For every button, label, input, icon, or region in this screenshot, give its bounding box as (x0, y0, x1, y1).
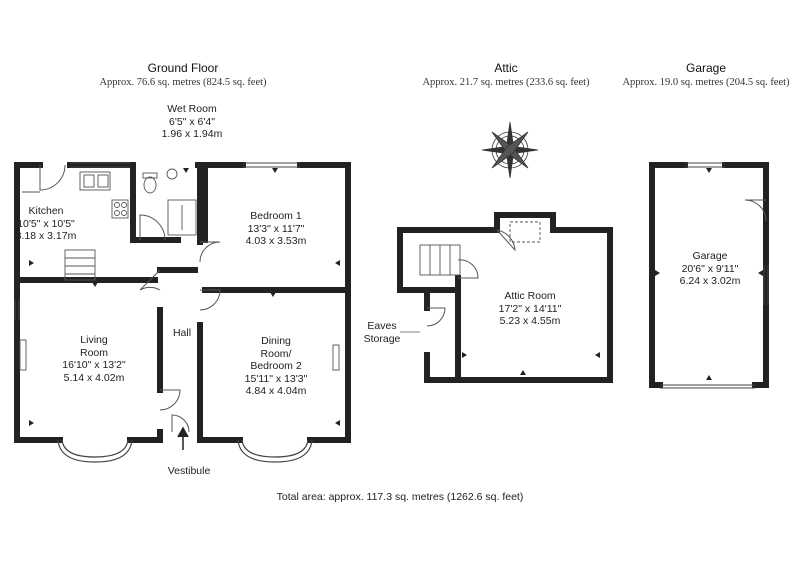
roof-window (509, 221, 541, 243)
room-label-hall: Hall (172, 327, 192, 339)
kitchen-hob (111, 199, 129, 219)
entrance-arrow (177, 426, 189, 450)
room-label-garage: Garage 20'6" x 9'11" 6.24 x 3.02m (679, 250, 741, 287)
room-label-bedroom-1: Bedroom 1 13'3" x 11'7" 4.03 x 3.53m (245, 210, 307, 247)
attic-area: Approx. 21.7 sq. metres (233.6 sq. feet) (422, 77, 590, 88)
attic-title: Attic (494, 61, 518, 75)
attic-walls (397, 212, 613, 383)
room-label-eaves-storage: Eaves Storage (363, 320, 401, 345)
room-label-vestibule: Vestibule (167, 465, 211, 477)
room-label-attic-room: Attic Room 17'2" x 14'11" 5.23 x 4.55m (498, 290, 562, 327)
garage-title: Garage (685, 61, 727, 75)
garage-area: Approx. 19.0 sq. metres (204.5 sq. feet) (622, 77, 790, 88)
ground-floor-area: Approx. 76.6 sq. metres (824.5 sq. feet) (99, 77, 267, 88)
ground-stairs (64, 249, 96, 281)
basin (166, 168, 178, 180)
garage-walls (649, 162, 769, 388)
dining-bay-window (237, 439, 313, 463)
total-area: Total area: approx. 117.3 sq. metres (12… (276, 491, 524, 503)
room-label-kitchen: Kitchen 10'5" x 10'5" 3.18 x 3.17m (15, 205, 77, 242)
ground-floor-title: Ground Floor (147, 61, 219, 75)
room-label-dining-room: Dining Room/ Bedroom 2 15'11" x 13'3" 4.… (244, 335, 308, 397)
living-bay-window (57, 439, 133, 463)
room-label-wet-room: Wet Room 6'5" x 6'4" 1.96 x 1.94m (161, 103, 223, 140)
door-swing (39, 164, 66, 191)
ground-floor-walls (14, 162, 351, 443)
toilet (143, 176, 157, 194)
kitchen-sink (79, 171, 111, 191)
compass-rose (481, 121, 539, 179)
room-label-living-room: Living Room 16'10" x 13'2" 5.14 x 4.02m (62, 334, 126, 384)
shower-tray (167, 199, 197, 236)
